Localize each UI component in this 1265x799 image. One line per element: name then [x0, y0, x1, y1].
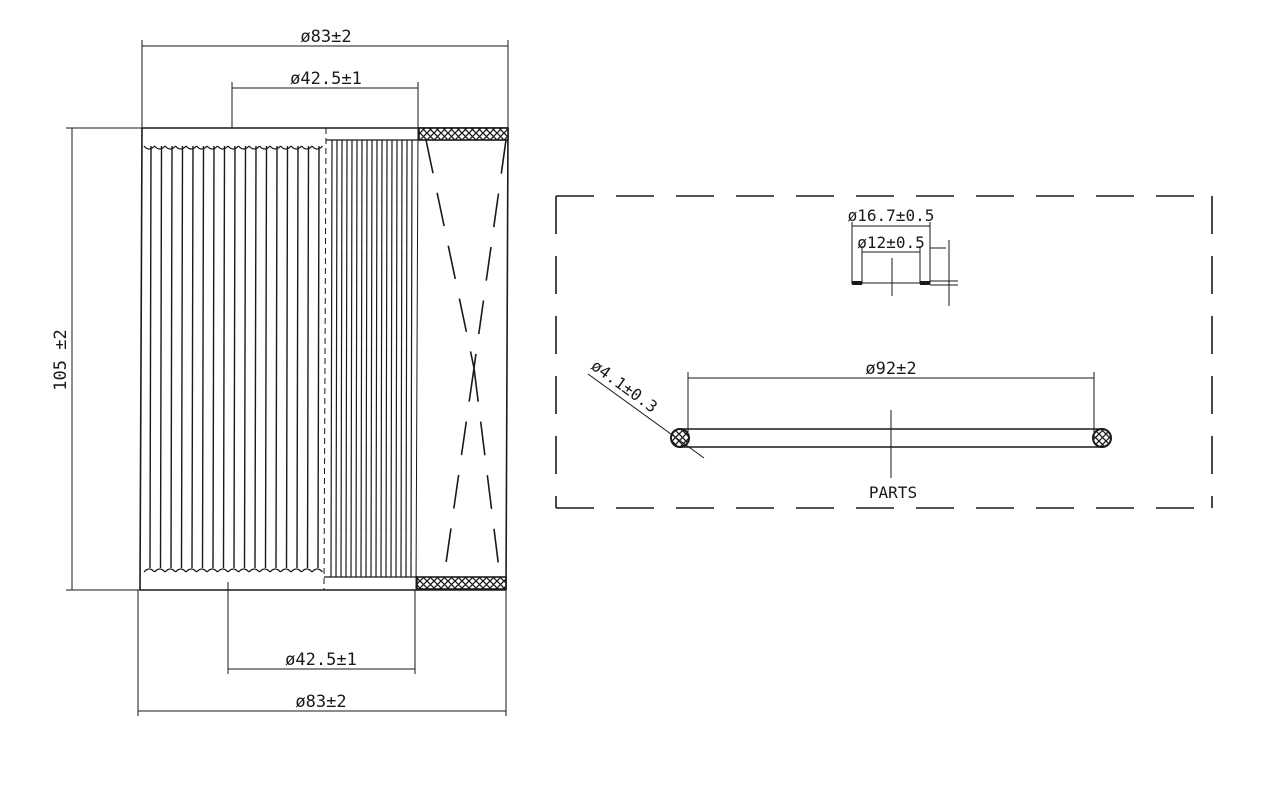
- cone-line: [425, 139, 475, 369]
- pleat-line-dense: [370, 139, 373, 578]
- pleat-line-dense: [350, 139, 353, 578]
- pleat-line: [306, 145, 310, 569]
- pleat-line: [159, 145, 163, 569]
- cone-line: [473, 367, 501, 578]
- pleat-line: [191, 145, 194, 569]
- pleat-line-dense: [335, 139, 338, 578]
- bottom-seal: [416, 576, 507, 590]
- washer-outer-diameter-label: ø16.7±0.5: [848, 206, 935, 225]
- pleat-line-dense: [410, 139, 413, 578]
- height-label: 105 ±2: [51, 329, 71, 390]
- top-seal: [418, 127, 509, 141]
- pleat-line-dense: [375, 139, 378, 578]
- bottom-outer-diameter-label: ø83±2: [295, 692, 346, 712]
- pleat-line: [233, 145, 236, 569]
- scallop-bottom: [143, 568, 323, 573]
- pleat-line: [180, 145, 184, 569]
- washer-section-left: [852, 281, 862, 285]
- pleat-line-dense: [340, 139, 343, 578]
- pleat-line: [254, 145, 257, 569]
- top-inner-diameter-label: ø42.5±1: [290, 69, 362, 89]
- pleat-line: [222, 145, 226, 569]
- pleat-line-dense: [330, 139, 333, 578]
- pleat-line: [243, 145, 247, 569]
- inner-boundary: [415, 127, 419, 591]
- oring-section-right: [1092, 428, 1112, 448]
- top-outer-diameter-label: ø83±2: [300, 27, 351, 47]
- pleat-line: [285, 145, 289, 569]
- pleat-line: [317, 145, 320, 569]
- scallop-curve-top: [143, 145, 323, 150]
- pleat-line: [275, 145, 278, 569]
- pleat-line-dense: [365, 139, 368, 578]
- scallop-top: [143, 145, 323, 150]
- pleats-inner: [324, 139, 418, 578]
- center-line: [323, 127, 327, 591]
- pleat-line-dense: [385, 139, 388, 578]
- pleat-line: [296, 145, 299, 569]
- pleat-line: [212, 145, 215, 569]
- pleat-line-dense: [395, 139, 398, 578]
- washer: ø16.7±0.5 ø12±0.5: [848, 206, 958, 306]
- pleat-line: [149, 145, 152, 569]
- oring-section-leader: [587, 373, 705, 459]
- pleat-line: [170, 145, 173, 569]
- bottom-inner-diameter-label: ø42.5±1: [285, 650, 357, 670]
- pleat-line-dense: [355, 139, 358, 578]
- right-edge: [505, 127, 509, 591]
- pleat-line-dense: [390, 139, 393, 578]
- left-edge: [139, 127, 143, 591]
- filter-element-view: ø83±2 ø42.5±1 105 ±2: [51, 27, 509, 716]
- oring-section-left: [670, 428, 690, 448]
- pleat-line-dense: [345, 139, 348, 578]
- pleat-line-dense: [405, 139, 408, 578]
- cone-line: [443, 367, 475, 578]
- pleats-outer: [149, 145, 320, 569]
- scallop-curve-bottom: [143, 568, 323, 573]
- parts-label: PARTS: [869, 483, 917, 502]
- parts-view: ø16.7±0.5 ø12±0.5 ø92±2 ø4.1±0.3 PARTS: [555, 195, 1213, 509]
- oring-diameter-label: ø92±2: [865, 359, 916, 379]
- o-ring: ø92±2 ø4.1±0.3 PARTS: [587, 356, 1112, 502]
- pleat-line: [264, 145, 268, 569]
- pleat-line-dense: [380, 139, 383, 578]
- cone-line: [473, 139, 507, 369]
- pleat-line-dense: [400, 139, 403, 578]
- pleat-line-dense: [360, 139, 363, 578]
- washer-inner-diameter-label: ø12±0.5: [857, 233, 924, 252]
- pleat-line: [201, 145, 205, 569]
- oring-section-label: ø4.1±0.3: [588, 356, 662, 417]
- washer-section-right: [920, 281, 930, 285]
